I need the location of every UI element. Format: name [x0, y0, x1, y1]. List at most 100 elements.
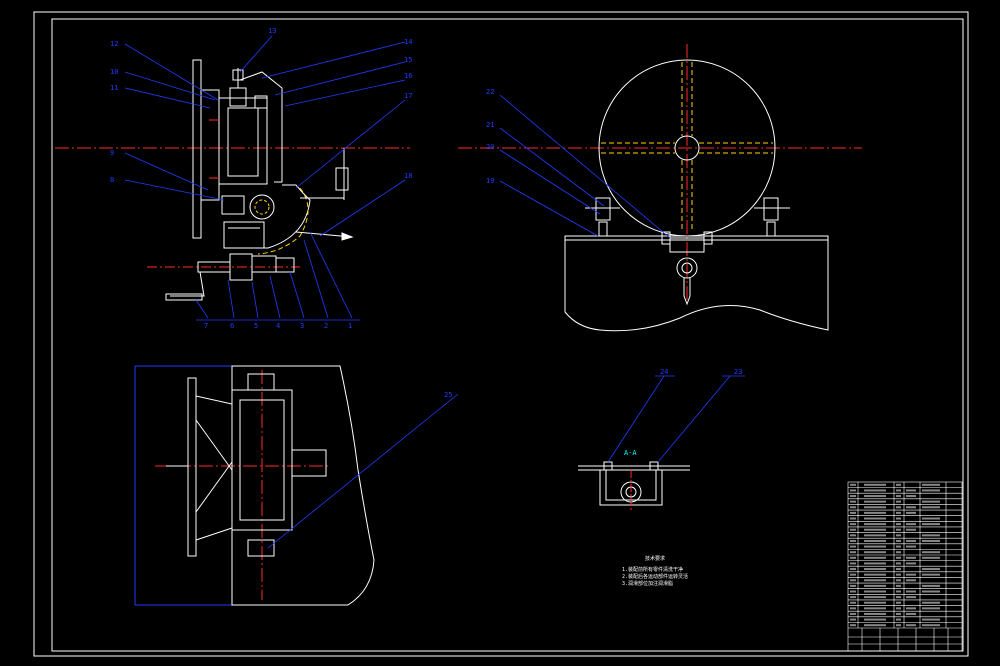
parts-list-cell-text — [906, 511, 916, 514]
parts-list-cell-text — [896, 612, 901, 615]
parts-list-cell-text — [850, 483, 856, 486]
parts-list-cell-text — [850, 545, 856, 548]
parts-list-cell-text — [896, 523, 901, 526]
parts-list-cell-text — [850, 489, 856, 492]
parts-list-cell-text — [896, 551, 901, 554]
note-3: 3.润滑部位加注润滑脂 — [622, 580, 673, 587]
parts-list-cell-text — [922, 624, 940, 627]
parts-list-cell-text — [906, 506, 916, 509]
parts-list-cell-text — [922, 500, 940, 503]
parts-list-cell-text — [864, 517, 886, 520]
parts-list-cell-text — [906, 556, 916, 559]
parts-list-cell-text — [864, 568, 886, 571]
parts-list-cell-text — [850, 590, 856, 593]
parts-list-cell-text — [864, 506, 886, 509]
section-aa-view — [578, 461, 690, 512]
balloon-10: 10 — [110, 68, 118, 76]
parts-list-cell-text — [896, 601, 901, 604]
parts-list-cell-text — [922, 601, 940, 604]
balloon-labels-aa: 24 23 — [660, 368, 742, 376]
parts-list-cell-text — [896, 579, 901, 582]
parts-list-cell-text — [896, 618, 901, 621]
parts-list-cell-text — [850, 562, 856, 565]
parts-list-cell-text — [906, 495, 916, 498]
parts-list-cell-text — [922, 483, 940, 486]
parts-list-cell-text — [850, 596, 856, 599]
parts-list-cell-text — [896, 517, 901, 520]
balloon-21: 21 — [486, 121, 494, 129]
parts-list-cell-text — [922, 517, 940, 520]
plan-beam-outline — [231, 365, 375, 606]
parts-list-cell-text — [864, 483, 886, 486]
parts-list-cell-text — [864, 495, 886, 498]
plan-motor — [291, 449, 327, 477]
balloon-13: 13 — [268, 27, 276, 35]
balloon-16: 16 — [404, 72, 412, 80]
balloon-9: 9 — [110, 149, 114, 157]
parts-list-cell-text — [850, 500, 856, 503]
parts-list-cell-text — [850, 579, 856, 582]
anchor-pin — [683, 278, 691, 306]
leaders-front — [499, 94, 671, 239]
parts-list-cell-text — [850, 539, 856, 542]
parts-list-cell-text — [864, 523, 886, 526]
parts-list-cell-text — [922, 506, 940, 509]
parts-list-cell-text — [906, 528, 916, 531]
part-number-7: 7 — [204, 322, 208, 330]
parts-list-cell-text — [906, 539, 916, 542]
tension-eye — [676, 257, 698, 279]
balloon-23: 23 — [734, 368, 742, 376]
parts-list-cell-text — [896, 573, 901, 576]
guard-hidden-line — [257, 187, 309, 255]
parts-list-cell-text — [922, 607, 940, 610]
part-number-2: 2 — [324, 322, 328, 330]
parts-list-cell-text — [896, 545, 901, 548]
parts-list-cell-text — [896, 495, 901, 498]
drum-hub — [674, 135, 700, 161]
cover-plate — [239, 71, 283, 183]
balloon-19: 19 — [486, 177, 494, 185]
parts-list-cell-text — [922, 489, 940, 492]
parts-list-cell-text — [896, 528, 901, 531]
parts-list-cell-text — [896, 489, 901, 492]
inner-frame — [51, 18, 964, 652]
parts-list-cell-text — [906, 573, 916, 576]
parts-list-cell-text — [850, 511, 856, 514]
parts-list-cell-text — [850, 568, 856, 571]
parts-list-cell-text — [850, 584, 856, 587]
parts-list-cell-text — [922, 573, 940, 576]
balloon-11: 11 — [110, 84, 118, 92]
bottom-clamp — [669, 237, 705, 253]
parts-list-cell-text — [850, 601, 856, 604]
parts-list-cell-text — [864, 596, 886, 599]
parts-list-cell-text — [896, 584, 901, 587]
parts-list-cell-text — [922, 590, 940, 593]
parts-list-cell-text — [922, 523, 940, 526]
parts-list-cell-text — [896, 624, 901, 627]
note-2: 2.装配后各运动部件运转灵活 — [622, 573, 688, 580]
parts-list-cell-text — [896, 607, 901, 610]
parts-list-cell-text — [850, 517, 856, 520]
parts-list-cell-text — [850, 534, 856, 537]
balloon-24: 24 — [660, 368, 668, 376]
parts-list-cell-text — [922, 556, 940, 559]
support-beam — [564, 235, 829, 332]
parts-list-cell-text — [896, 568, 901, 571]
parts-list-cell-text — [864, 573, 886, 576]
parts-list-cell-text — [864, 584, 886, 587]
parts-list-cell-text — [850, 607, 856, 610]
parts-list-cell-text — [906, 489, 916, 492]
parts-list-cell-text — [906, 579, 916, 582]
leaders-plan — [267, 393, 459, 549]
notes-title: 技术要求 — [645, 555, 665, 562]
parts-list-cell-text — [906, 612, 916, 615]
leaders-section — [124, 35, 406, 319]
parts-list-cell-text — [906, 523, 916, 526]
parts-list-cell-text — [906, 596, 916, 599]
parts-list-cell-text — [864, 624, 886, 627]
balloon-labels-section: 12 14 10 15 11 16 13 17 9 8 18 — [110, 27, 412, 184]
balloon-12: 12 — [110, 40, 118, 48]
parts-list-cell-text — [850, 551, 856, 554]
